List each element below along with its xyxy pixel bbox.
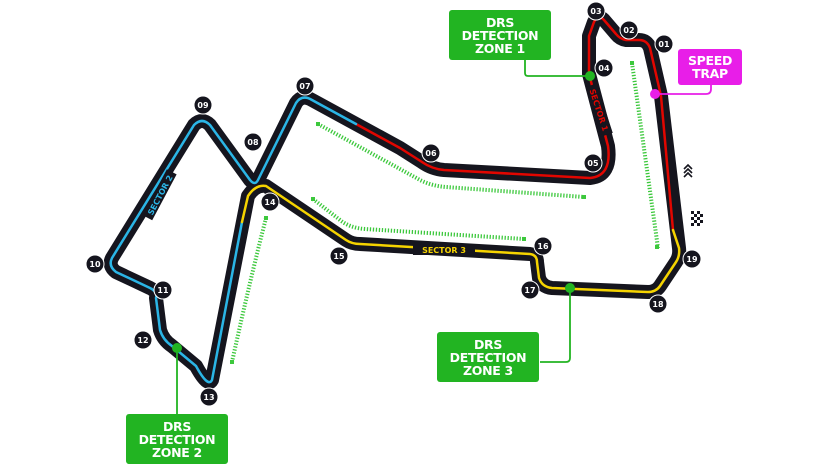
turn-marker: 09: [193, 95, 213, 115]
drs-3-line3: ZONE 3: [463, 362, 513, 378]
turn-number: 10: [89, 260, 101, 269]
turn-marker: 06: [421, 143, 441, 163]
turn-number: 11: [157, 286, 169, 295]
turn-number: 16: [537, 242, 549, 251]
drs-detection-zone-1-label: DRS DETECTION ZONE 1: [449, 10, 551, 60]
turn-number: 07: [299, 82, 310, 91]
turn-marker: 14: [260, 192, 280, 212]
turn-number: 17: [524, 286, 535, 295]
turn-marker: 08: [243, 132, 263, 152]
drs-3-line1: DRS: [473, 336, 503, 352]
sector-2-line: [109, 96, 358, 384]
turn-number: 03: [590, 7, 601, 16]
turn-number: 14: [264, 198, 276, 207]
turn-number: 05: [587, 159, 599, 168]
turn-number: 12: [137, 336, 148, 345]
turn-number: 18: [652, 300, 664, 309]
drs-2-line3: ZONE 2: [152, 444, 202, 460]
turn-number: 13: [203, 393, 214, 402]
turn-marker: 03: [586, 1, 606, 21]
turn-marker: 11: [153, 280, 173, 300]
turn-marker: 19: [682, 249, 702, 269]
turn-marker: 05: [583, 153, 603, 173]
turn-markers: 01 02 03 04 05 06 07 08 09 10 11 12 13 14 15 16 17 18 19: [85, 1, 702, 407]
drs-detection-zone-2-label: DRS DETECTION ZONE 2: [126, 414, 228, 464]
turn-marker: 16: [533, 236, 553, 256]
turn-marker: 17: [520, 280, 540, 300]
chevrons-up-icon: [683, 163, 693, 178]
drs-detection-point-1: [585, 71, 595, 81]
drs-zone-turn14-straight: [311, 197, 525, 241]
turn-number: 19: [686, 255, 698, 264]
turn-number: 15: [333, 252, 345, 261]
turn-number: 02: [623, 26, 634, 35]
turn-marker: 02: [619, 20, 639, 40]
turn-number: 01: [658, 40, 670, 49]
speed-trap-point: [650, 89, 660, 99]
turn-marker: 10: [85, 254, 105, 274]
turn-marker: 04: [594, 58, 614, 78]
turn-marker: 18: [648, 294, 668, 314]
drs-zone-main-straight: [630, 62, 660, 249]
drs-1-line2: DETECTION: [461, 27, 539, 43]
drs-detection-point-3: [565, 283, 575, 293]
sector-3-label: SECTOR 3: [422, 246, 466, 255]
turn-number: 09: [197, 101, 209, 110]
turn-marker: 07: [295, 76, 315, 96]
drs-1-line1: DRS: [485, 14, 515, 30]
drs-zone-back-straight: [317, 122, 585, 199]
sector-3-line: [240, 184, 681, 294]
drs-3-line2: DETECTION: [449, 349, 527, 365]
turn-marker: 12: [133, 330, 153, 350]
turn-number: 08: [247, 138, 259, 147]
drs-1-line3: ZONE 1: [475, 40, 525, 56]
track-outline: [103, 10, 687, 389]
drs-zone-ends: [230, 61, 659, 364]
drs-2-line2: DETECTION: [138, 431, 216, 447]
checkered-flag-icon: [691, 211, 703, 226]
turn-marker: 01: [654, 34, 674, 54]
turn-number: 04: [598, 64, 610, 73]
drs-detection-point-2: [172, 343, 182, 353]
callout-connectors: [176, 60, 712, 414]
speed-trap-line1: SPEED: [687, 53, 733, 68]
drs-2-line1: DRS: [162, 418, 192, 434]
turn-number: 06: [425, 149, 437, 158]
speed-trap-label: SPEED TRAP: [678, 49, 742, 85]
drs-zone-turn13-straight: [230, 217, 268, 363]
drs-detection-zone-3-label: DRS DETECTION ZONE 3: [437, 332, 539, 382]
turn-marker: 15: [329, 246, 349, 266]
speed-trap-line2: TRAP: [692, 66, 728, 81]
drs-zones: [230, 62, 660, 363]
turn-marker: 13: [199, 387, 219, 407]
